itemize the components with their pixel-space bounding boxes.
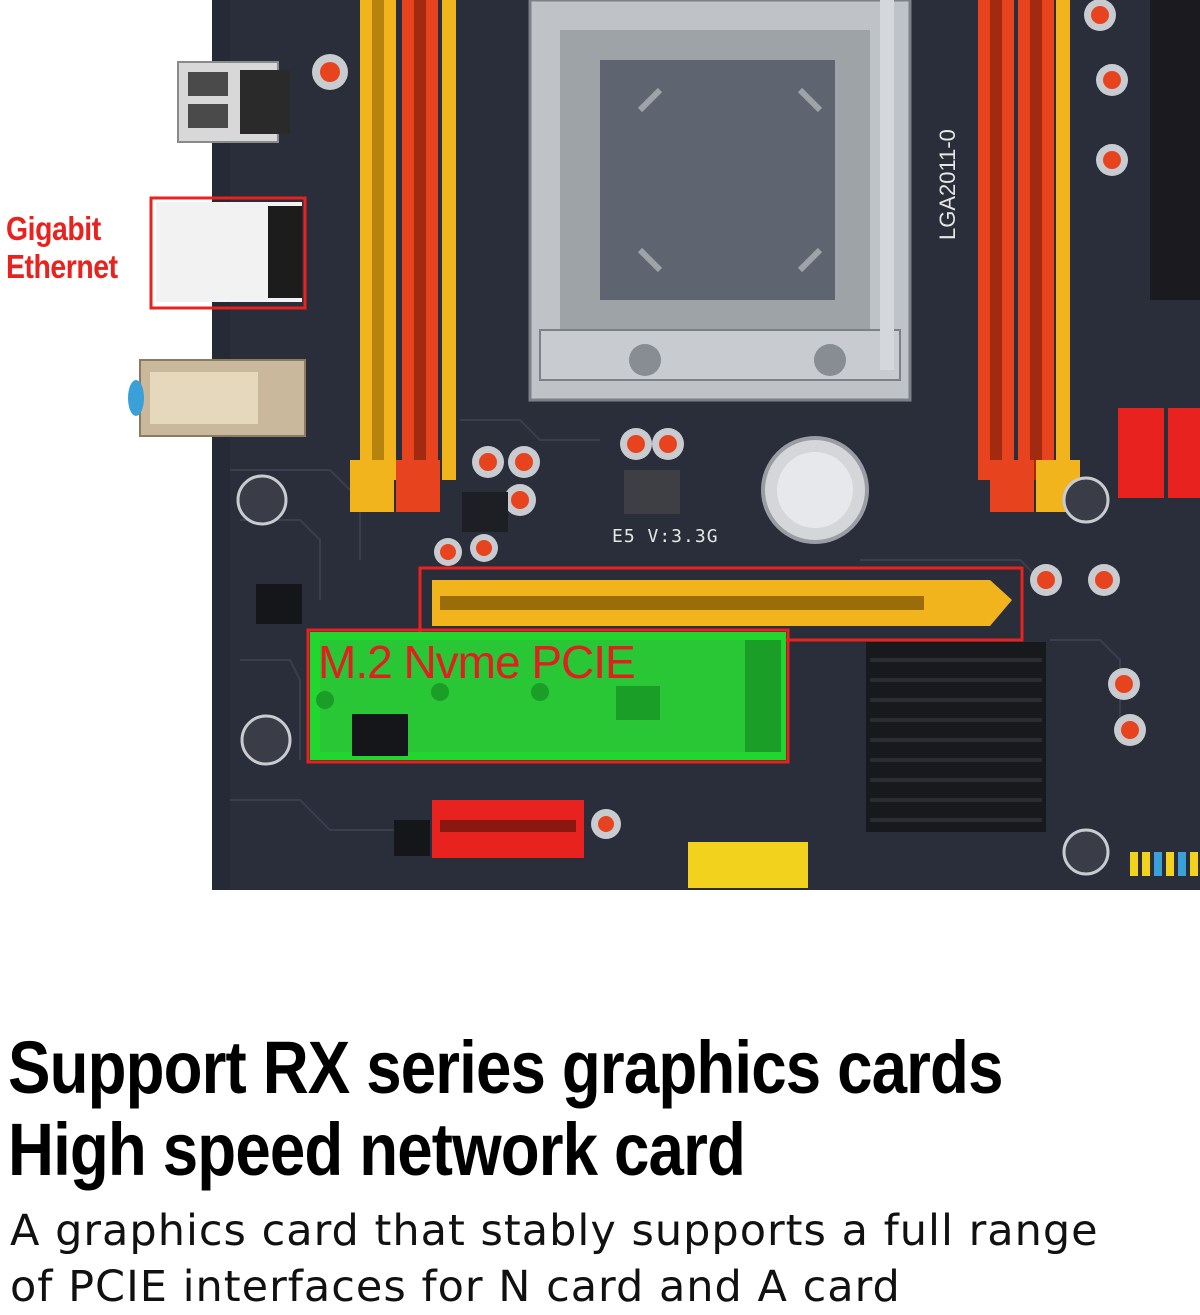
m2-standoff-1 [316,691,334,709]
m2-nvme-pcie-label: M.2 Nvme PCIE [318,636,636,688]
motherboard-photo: LGA2011-0 E5 [128,0,1200,890]
headline-line1: Support RX series graphics cards [8,1026,1003,1109]
socket-label: LGA2011-0 [935,129,960,240]
gigabit-label-line1: Gigabit [6,210,101,247]
pcie-x16-slot-groove [440,596,924,610]
m2-connector [745,640,781,752]
cpu-label: E5 V:3.3G [612,526,719,547]
usb-port-slot-1 [188,72,228,96]
description-line2: of PCIE interfaces for N card and A card [10,1262,901,1312]
atx-power [1150,0,1200,300]
dimm-slot-left-3 [442,0,456,480]
mount-hole-1 [236,474,288,526]
usb-port-slot-2 [188,104,228,128]
bios-chip [394,820,430,856]
audio-chip [352,714,408,756]
description-line1: A graphics card that stably supports a f… [10,1206,1099,1256]
dimm-slot-left-2-groove [414,0,426,480]
gigabit-ethernet-label: Gigabit Ethernet [6,210,118,286]
mount-hole-2 [240,714,292,766]
dimm-slot-right-2-groove [1030,0,1042,480]
mount-hole-4 [1062,828,1110,876]
inductor-2 [462,492,508,532]
dimm-latch-right-1 [990,460,1034,512]
cpu-socket-pins [600,60,835,300]
chipset-heatsink [866,642,1046,832]
cpu-socket-retention-bar [539,329,901,381]
heatsink-fins [870,658,1042,822]
ethernet-jack [268,206,302,298]
usb3-header [688,842,808,888]
mount-hole-3 [1062,476,1110,524]
dimm-slot-right-3 [1056,0,1070,480]
cmos-battery-center [777,452,853,528]
vga-port-inner [150,372,258,424]
m2-standoff-3 [531,683,549,701]
capacitors [312,0,1146,839]
headline-line2: High speed network card [8,1108,746,1191]
inductor-r80 [624,470,680,514]
usb-port-frame [240,70,290,134]
sata-port-1 [1118,408,1164,498]
dimm-latch-left-1 [350,460,394,512]
socket-screw-1 [629,344,661,376]
dimm-latch-left-2 [396,460,440,512]
dimm-slot-left-1-groove [372,0,384,480]
socket-lever [880,0,894,370]
socket-screw-2 [814,344,846,376]
dimm-slot-right-1-groove [990,0,1002,480]
pcie-x16-latch [932,580,1012,626]
ethernet-highlight-box [149,196,307,310]
front-panel-pins [1130,852,1198,876]
sata-port-2 [1168,408,1200,498]
pcie-x1-slot-groove [440,820,576,832]
socket-corner-marks [637,87,823,273]
m2-highlight-box [306,628,790,764]
m2-chip [616,686,660,720]
m2-standoff-2 [431,683,449,701]
gigabit-label-line2: Ethernet [6,248,118,285]
audio-jack [128,380,144,416]
io-chip [256,584,302,624]
